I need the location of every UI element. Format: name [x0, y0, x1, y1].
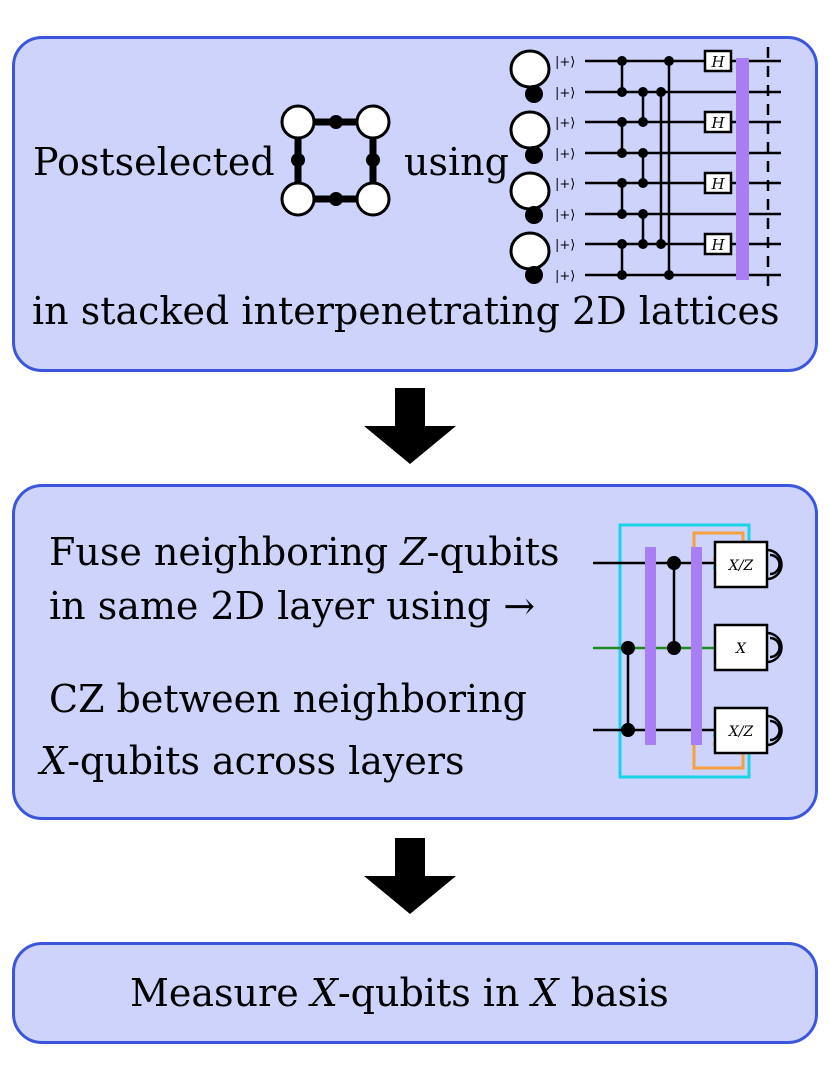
down-arrow-1 — [364, 388, 456, 464]
hadamard-gate-label: H — [710, 53, 725, 71]
plaquette-node-tr — [355, 104, 391, 140]
stacked-lattices-label: in stacked interpenetrating 2D lattices — [32, 289, 780, 333]
down-arrow-2 — [364, 838, 456, 914]
using-label: using — [404, 140, 509, 184]
fusion-bar — [645, 547, 656, 745]
ket-label: |+⟩ — [555, 116, 575, 131]
detector-icon — [766, 631, 783, 664]
ket-label: |+⟩ — [555, 269, 575, 284]
plaquette-node-tl — [280, 104, 316, 140]
plaquette-node-bl — [280, 181, 316, 217]
detector-icon — [766, 548, 783, 581]
plaquette-junction-left — [291, 153, 305, 167]
middle-box — [12, 484, 818, 820]
bottom-box — [12, 942, 818, 1044]
measurement-label-top: X/Z — [728, 558, 754, 574]
plaquette-junction-top — [329, 115, 343, 129]
ket-label: |+⟩ — [555, 55, 575, 70]
measurement-label-middle: X — [735, 641, 747, 657]
ket-label: |+⟩ — [555, 147, 575, 162]
ket-label: |+⟩ — [555, 177, 575, 192]
fusion-bar — [736, 58, 749, 280]
plaquette-junction-right — [366, 153, 380, 167]
ket-label: |+⟩ — [555, 86, 575, 101]
resource-chain — [509, 49, 551, 284]
fuse-line-1: Fuse neighboring Z-qubits — [49, 530, 560, 574]
detector-icon — [766, 714, 783, 747]
plaquette-junction-bottom — [329, 192, 343, 206]
ket-label: |+⟩ — [555, 208, 575, 223]
ket-label: |+⟩ — [555, 238, 575, 253]
plaquette-graph — [280, 104, 391, 217]
cz-line-2: X-qubits across layers — [40, 739, 465, 783]
hadamard-gate-label: H — [710, 236, 725, 254]
measure-label: Measure X-qubits in X basis — [130, 971, 669, 1015]
cz-line-1: CZ between neighboring — [49, 677, 527, 721]
hadamard-gate-label: H — [710, 114, 725, 132]
fusion-bar — [691, 547, 702, 745]
fusion-circuit: X/Z X X/Z — [593, 523, 783, 779]
hadamard-gate-label: H — [710, 175, 725, 193]
postselected-label: Postselected — [33, 140, 275, 184]
plaquette-node-br — [355, 181, 391, 217]
preparation-circuit: |+⟩ |+⟩ |+⟩ |+⟩ |+⟩ |+⟩ |+⟩ |+⟩ — [555, 47, 781, 293]
measurement-label-bottom: X/Z — [728, 724, 754, 740]
fuse-line-2: in same 2D layer using → — [49, 584, 536, 628]
